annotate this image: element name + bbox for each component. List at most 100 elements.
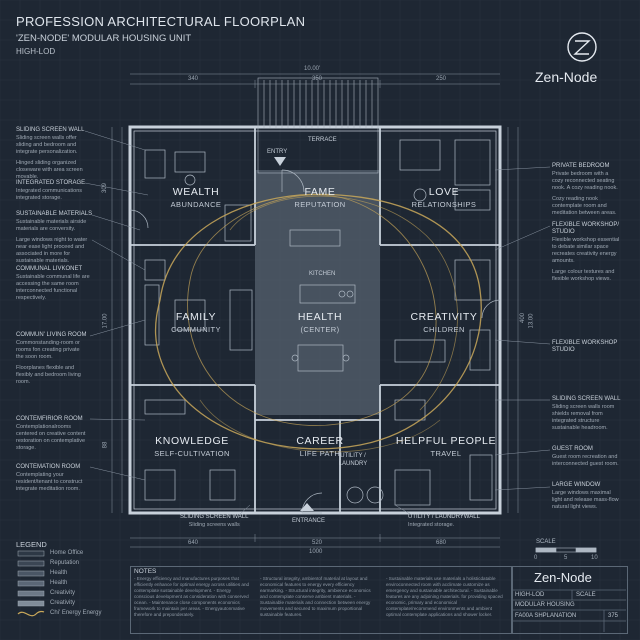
brand-name: Zen-Node bbox=[535, 69, 598, 85]
scale-tick-0: 0 bbox=[534, 555, 538, 561]
note-line: integrate personalization. bbox=[16, 149, 78, 155]
zone-career-sub: LIFE PATH bbox=[299, 449, 341, 458]
entrance-arrow-icon bbox=[300, 503, 314, 511]
note-line: materials are conversity. bbox=[16, 226, 76, 232]
right-note-4-title: SLIDING SCREEN WALL bbox=[552, 396, 621, 402]
zone-health: HEALTH (CENTER) bbox=[298, 311, 342, 334]
note-line: Hinged sliding organized bbox=[16, 160, 77, 166]
note-line: Sliding screen walls room bbox=[552, 404, 615, 410]
note-line: flexibly and bedroom living bbox=[16, 372, 81, 378]
interior-walls bbox=[130, 127, 500, 513]
zone-wealth-name: WEALTH bbox=[172, 186, 220, 198]
zone-love-sub: RELATIONSHIPS bbox=[411, 200, 477, 209]
note-line: associated in more for bbox=[16, 251, 71, 257]
entry-arrow-icon bbox=[274, 157, 286, 166]
right-note-3-title: FLEXIBLE WORKSHOP STUDIO bbox=[552, 340, 618, 353]
left-note-6: CONTEMFIRIOR ROOM Contemplationalrooms c… bbox=[16, 416, 85, 452]
legend-swatches bbox=[17, 550, 45, 617]
left-note-3: SUSTAINABLE MATERIALS Sustainable materi… bbox=[16, 211, 92, 265]
note-line: Large windows night to water bbox=[16, 237, 88, 243]
terrace-deck bbox=[257, 77, 379, 174]
bottom-callout-right-desc: Integrated storage. bbox=[408, 522, 455, 528]
sheet-subtitle: 'ZEN-NODE' MODULAR HOUSING UNIT bbox=[16, 33, 192, 44]
title-block-sheet: FA00A SHPLANATION bbox=[515, 613, 577, 619]
dimension-top-overall: 10.00' bbox=[304, 66, 321, 72]
notes-column-1: - Energy efficiency and manufactures pur… bbox=[134, 576, 250, 617]
dimension-bottom-overall: 1000 bbox=[309, 549, 323, 555]
note-line: interconnected guest room. bbox=[552, 461, 619, 467]
notes-column-3: - Sustainable materials use materials a … bbox=[386, 576, 503, 617]
legend-item-creativity: Creativity bbox=[50, 590, 76, 596]
left-note-7-title: CONTEMATION ROOM bbox=[16, 464, 81, 470]
note-line: Large colour textures and bbox=[552, 269, 615, 275]
dimension-top-1: 340 bbox=[188, 76, 199, 82]
note-line: near ease light proceed and bbox=[16, 244, 85, 250]
left-note-3-title: SUSTAINABLE MATERIALS bbox=[16, 211, 93, 217]
zone-career-name: CAREER bbox=[296, 435, 344, 447]
title-block-housing: MODULAR HOUSING bbox=[515, 602, 575, 608]
dimension-lines bbox=[111, 73, 519, 548]
left-note-4-title: COMMUNAL LIVKONET bbox=[16, 266, 83, 272]
dimension-bottom-1: 640 bbox=[188, 540, 199, 546]
legend-item-chi-energy: Chi' Energy Energy bbox=[50, 610, 102, 616]
left-note-6-title: CONTEMFIRIOR ROOM bbox=[16, 416, 83, 422]
zen-node-logo-icon bbox=[567, 32, 597, 62]
left-note-2: INTEGRATED STORAGE Integrated communicat… bbox=[16, 180, 85, 202]
note-line: integrated structure bbox=[552, 418, 600, 424]
note-line: restoration on contemplative bbox=[16, 438, 86, 444]
zone-knowledge-name: KNOWLEDGE bbox=[155, 435, 229, 447]
note-line: nook. A cozy reading nook. bbox=[552, 185, 618, 191]
left-note-2-title: INTEGRATED STORAGE bbox=[16, 180, 86, 186]
notes-title: NOTES bbox=[134, 568, 157, 575]
zone-creativity-name: CREATIVITY bbox=[410, 311, 478, 323]
notes-panel bbox=[130, 566, 512, 634]
legend-item-reputation: Reputation bbox=[50, 560, 80, 566]
zone-love-name: LOVE bbox=[428, 186, 460, 198]
zone-helpful-people: HELPFUL PEOPLE TRAVEL bbox=[396, 435, 496, 458]
left-note-1: SLIDING SCREEN WALL Sliding screen walls… bbox=[16, 127, 84, 181]
note-line: closeware with area screen bbox=[16, 167, 83, 173]
right-note-5-title: GUEST ROOM bbox=[552, 446, 593, 452]
note-line: amounts. bbox=[552, 258, 575, 264]
note-line: sustainable materials. bbox=[16, 258, 70, 264]
bottom-callout-right-title: UTILITY / LAUNDRYWALL bbox=[408, 514, 480, 520]
scale-bar bbox=[535, 547, 597, 553]
kitchen-label: KITCHEN bbox=[309, 271, 336, 277]
note-line: Floorplanes flexible and bbox=[16, 365, 75, 371]
entrance-label: ENTRANCE bbox=[292, 518, 326, 524]
utility-label: UTILITY / LAUNDRY bbox=[338, 453, 368, 467]
title-block bbox=[512, 566, 628, 634]
note-line: sustainable headroom. bbox=[552, 425, 608, 431]
note-line: natural light views. bbox=[552, 504, 598, 510]
note-line: cozy reconnected seating bbox=[552, 178, 615, 184]
dimension-left-2: 17.00 bbox=[102, 313, 109, 329]
note-line: integrate meditation room. bbox=[16, 486, 80, 492]
scale-label: SCALE bbox=[536, 539, 556, 545]
dimension-top-3: 250 bbox=[436, 76, 447, 82]
right-note-4: SLIDING SCREEN WALL Sliding screen walls… bbox=[552, 396, 620, 432]
zone-fame-name: FAME bbox=[304, 186, 336, 198]
title-block-grid bbox=[512, 589, 626, 632]
zone-helpful-people-sub: TRAVEL bbox=[430, 449, 462, 458]
dimension-bottom-3: 680 bbox=[436, 540, 447, 546]
title-block-brand: Zen-Node bbox=[534, 570, 592, 585]
note-line: the soon room. bbox=[16, 354, 53, 360]
zone-family-name: FAMILY bbox=[175, 311, 217, 323]
dimension-left-3: 88 bbox=[102, 441, 109, 449]
zone-health-name: HEALTH bbox=[297, 311, 343, 323]
note-line: rooms fon creating private bbox=[16, 347, 80, 353]
dimension-top-2: 350 bbox=[312, 76, 323, 82]
note-line: Sustainable materials airside bbox=[16, 219, 87, 225]
right-note-1-title: PRIVATE BEDROOM bbox=[552, 163, 610, 169]
left-note-4: COMMUNAL LIVKONET Sustainable communal l… bbox=[16, 266, 90, 302]
left-note-1-title: SLIDING SCREEN WALL bbox=[16, 127, 85, 133]
note-line: Cozy reading nook bbox=[552, 196, 598, 202]
right-note-3: FLEXIBLE WORKSHOP STUDIO bbox=[552, 340, 630, 355]
note-line: sliding and bedroom and bbox=[16, 142, 77, 148]
zone-knowledge: KNOWLEDGE SELF-CULTIVATION bbox=[154, 435, 230, 458]
lod-label: HIGH-LOD bbox=[16, 47, 56, 56]
right-note-5: GUEST ROOM Guest room recreation and int… bbox=[552, 446, 619, 468]
note-line: integrated storage. bbox=[16, 195, 62, 201]
zone-family-sub: COMMUNITY bbox=[171, 325, 221, 334]
